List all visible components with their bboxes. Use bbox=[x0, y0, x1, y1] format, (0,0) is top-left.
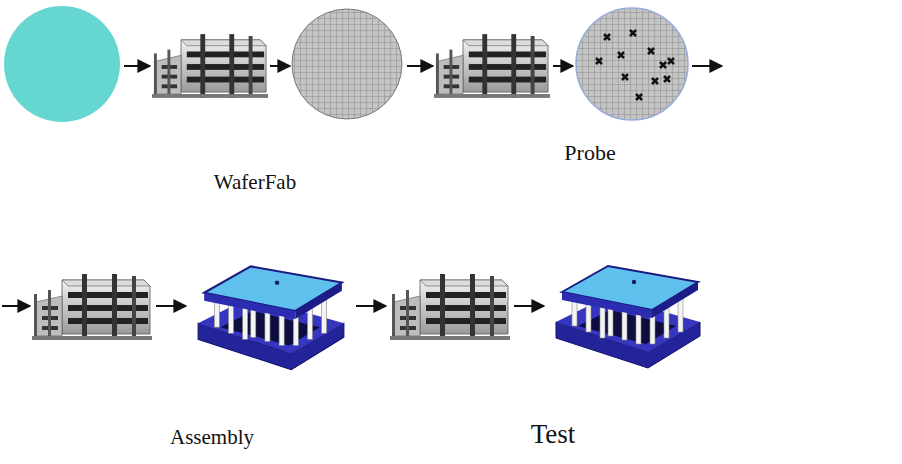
patterned-wafer bbox=[292, 9, 402, 119]
flow-arrow bbox=[124, 65, 150, 67]
stage-label: Test bbox=[531, 418, 576, 450]
factory-icon bbox=[390, 274, 510, 340]
tested-chip bbox=[556, 266, 700, 368]
flow-arrow bbox=[692, 65, 722, 67]
blank-wafer bbox=[4, 6, 120, 122]
flow-arrow bbox=[553, 65, 573, 67]
factory-icon bbox=[434, 34, 550, 98]
stage-label: Probe bbox=[564, 140, 615, 166]
flow-arrow bbox=[514, 305, 544, 307]
flow-arrow bbox=[356, 305, 386, 307]
stage-label: Assembly bbox=[170, 425, 254, 450]
stage-label: WaferFab bbox=[214, 170, 296, 195]
flow-arrow bbox=[2, 305, 30, 307]
flow-arrow bbox=[156, 305, 186, 307]
packaged-chip bbox=[198, 266, 344, 369]
factory-icon bbox=[152, 34, 268, 98]
flow-arrow bbox=[270, 65, 290, 67]
factory-icon bbox=[32, 274, 152, 340]
flow-arrow bbox=[407, 65, 433, 67]
probed-wafer bbox=[576, 8, 688, 120]
